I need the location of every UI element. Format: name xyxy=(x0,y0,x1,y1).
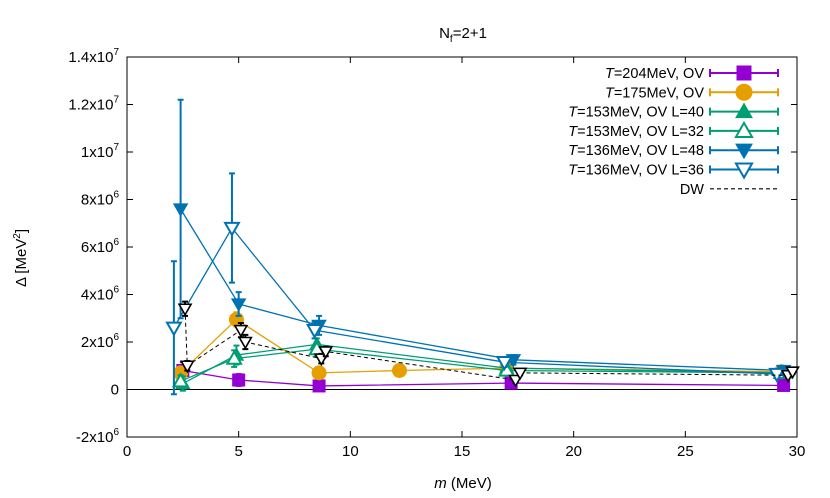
x-tick-label: 25 xyxy=(677,443,694,460)
legend-label: T=153MeV, OV L=32 xyxy=(568,124,704,140)
y-tick-label: 4x106 xyxy=(81,285,120,304)
y-tick-label: 1.4x107 xyxy=(68,47,119,66)
data-point xyxy=(172,203,189,217)
y-tick-label: 2x106 xyxy=(81,332,120,351)
y-tick-label: 1.2x107 xyxy=(68,95,119,114)
series-line xyxy=(173,226,777,375)
y-tick-label: 6x106 xyxy=(81,237,120,256)
series-line xyxy=(182,343,786,385)
data-point xyxy=(165,321,183,337)
data-point xyxy=(498,361,516,377)
data-point xyxy=(179,360,195,374)
data-point xyxy=(305,323,324,340)
legend-label: T=136MeV, OV L=48 xyxy=(568,143,704,159)
y-axis-label: Δ [MeV2] xyxy=(12,229,30,287)
legend-entry: T=204MeV, OV xyxy=(605,65,779,82)
data-point xyxy=(177,303,193,317)
data-point xyxy=(777,378,791,392)
series-6 xyxy=(177,300,800,388)
legend-marker xyxy=(734,120,754,138)
series-line xyxy=(182,369,784,387)
data-point xyxy=(512,367,528,381)
series-5 xyxy=(165,172,786,396)
legend-marker xyxy=(735,143,753,160)
legend-label: T=175MeV, OV xyxy=(605,85,704,101)
data-point xyxy=(318,346,334,360)
y-tick-label: 0 xyxy=(111,382,119,399)
data-point xyxy=(230,298,247,312)
y-tick-label: -2x106 xyxy=(76,427,120,446)
x-tick-label: 10 xyxy=(342,443,359,460)
data-point xyxy=(237,336,253,350)
series-line xyxy=(180,208,784,372)
data-point xyxy=(391,363,407,378)
data-point xyxy=(223,221,241,237)
legend-label: DW xyxy=(680,182,704,198)
series-line xyxy=(184,308,793,381)
x-tick-label: 0 xyxy=(123,443,131,460)
legend-entry: T=153MeV, OV L=32 xyxy=(568,120,779,140)
legend-marker xyxy=(734,162,754,180)
x-tick-label: 30 xyxy=(789,443,806,460)
legend-label: T=136MeV, OV L=36 xyxy=(568,163,704,179)
x-tick-label: 20 xyxy=(565,443,582,460)
data-point xyxy=(233,324,249,338)
legend-marker xyxy=(735,83,753,101)
data-point xyxy=(171,372,190,388)
legend-label: T=153MeV, OV L=40 xyxy=(568,105,704,121)
x-tick-label: 15 xyxy=(454,443,471,460)
legend-entry: T=175MeV, OV xyxy=(605,83,779,101)
legend-marker xyxy=(735,102,753,119)
data-point xyxy=(311,365,327,381)
data-point xyxy=(232,373,246,387)
y-tick-label: 1x107 xyxy=(81,142,120,161)
x-tick-label: 5 xyxy=(234,443,242,460)
data-point xyxy=(785,366,800,380)
data-point xyxy=(495,356,514,372)
data-point xyxy=(312,379,326,393)
legend-entry: T=153MeV, OV L=40 xyxy=(568,102,779,121)
chart-title: Nf=2+1 xyxy=(439,25,487,45)
legend-entry: T=136MeV, OV L=36 xyxy=(568,162,779,180)
y-tick-label: 8x106 xyxy=(81,190,120,209)
series-4 xyxy=(172,98,792,379)
x-axis-label: m (MeV) xyxy=(434,475,492,492)
legend-label: T=204MeV, OV xyxy=(605,66,704,82)
data-point xyxy=(508,374,523,388)
data-point xyxy=(225,349,243,365)
legend-entry: T=136MeV, OV L=48 xyxy=(568,143,779,160)
legend-marker xyxy=(736,65,752,81)
svg-text:Δ [MeV2]: Δ [MeV2] xyxy=(12,229,30,287)
legend-entry: DW xyxy=(680,182,778,198)
